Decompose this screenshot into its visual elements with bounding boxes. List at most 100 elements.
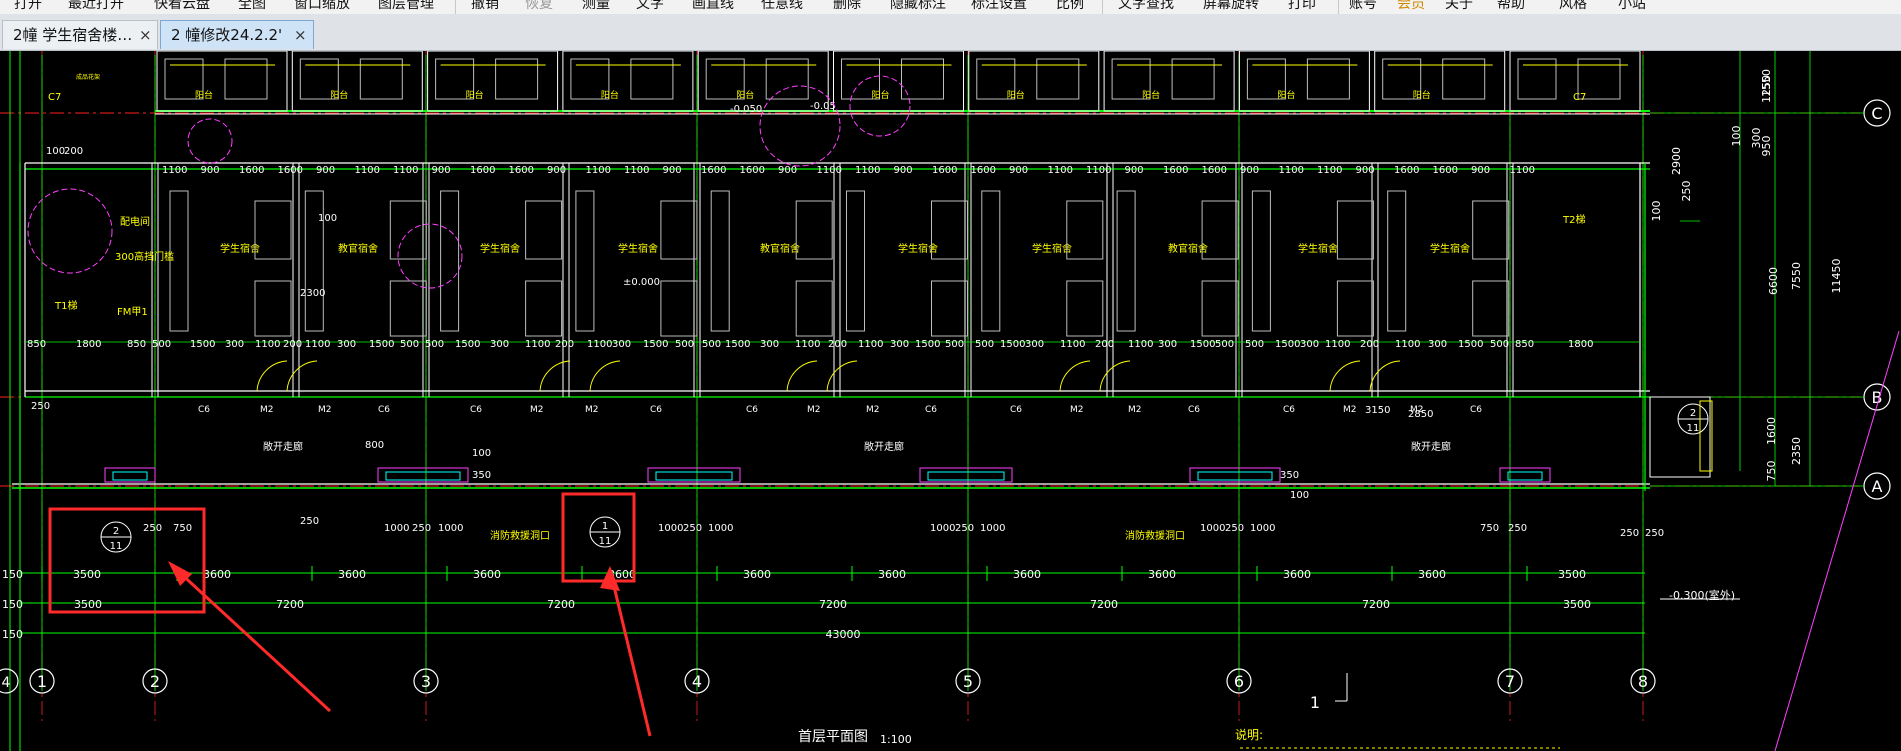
dimension-text: 100 [46,146,65,157]
window-frame [647,467,741,483]
dimension-text: 2850 [1408,409,1433,420]
menu-item-24[interactable]: 小站 [1618,0,1646,12]
dimension-text: 3500 [73,568,101,581]
menu-item-21[interactable]: 关于 [1445,0,1473,12]
menu-item-19[interactable]: 账号 [1349,0,1377,12]
menu-item-0[interactable]: 打开 [14,0,42,12]
dimension-text: 1100 [858,339,883,350]
dimension-text: 250 [1508,523,1527,534]
dimension-text: 200 [1095,339,1114,350]
cad-drawing-canvas[interactable]: 阳台阳台阳台阳台阳台阳台阳台阳台阳台阳台学生宿舍教官宿舍学生宿舍学生宿舍教官宿舍… [0,51,1901,751]
dimension-text: 250 [683,523,702,534]
menu-item-18[interactable]: 打印 [1288,0,1316,12]
bed [575,190,595,332]
annotation-arrowhead [168,561,192,586]
menu-item-23[interactable]: 风格 [1559,0,1587,12]
menu-item-11[interactable]: 任意线 [761,0,803,12]
menu-item-8[interactable]: 测量 [582,0,610,12]
door-window-tag: C6 [378,405,390,415]
dimension-text: 1500 [1190,339,1215,350]
menu-item-12[interactable]: 删除 [833,0,861,12]
menu-item-15[interactable]: 比例 [1056,0,1084,12]
dimension-text: 300 [1750,128,1763,149]
menu-item-14[interactable]: 标注设置 [971,0,1027,12]
dimension-text: 300 [612,339,631,350]
menu-item-6[interactable]: 撤销 [471,0,499,12]
wardrobe [795,280,833,337]
dimension-text: 7200 [276,598,304,611]
bathroom-fixture [1036,58,1080,100]
door-window-tag: C6 [1188,405,1200,415]
axis-bubble-label: C [1871,104,1882,123]
close-icon[interactable]: × [294,26,307,44]
menu-item-10[interactable]: 画直线 [692,0,734,12]
dimension-text: 1000 [384,523,409,534]
revision-cloud [397,223,463,289]
room-label: 学生宿舍 [220,242,260,255]
menu-item-9[interactable]: 文字 [636,0,664,12]
axis-bubble [684,668,710,694]
misc-label: C7 [1573,92,1586,103]
dimension-text: 6600 [1767,267,1780,295]
wardrobe [660,200,698,260]
misc-label: C7 [48,92,61,103]
dimension-text: 3600 [1148,568,1176,581]
dimension-text: 3150 [1365,405,1390,416]
bathroom-fixture [1517,58,1557,100]
door-window-tag: C6 [650,405,662,415]
bathroom-fixture [705,58,745,100]
annotation-arrow [610,577,652,737]
dimension-text: 1600 [278,165,303,176]
menu-item-22[interactable]: 帮助 [1497,0,1525,12]
tab-drawing-2[interactable]: 2 幢修改24.2.2' × [160,20,314,49]
menu-item-7[interactable]: 恢复 [525,0,553,12]
bathroom-fixture [1306,58,1350,100]
dimension-text: 100 [1650,201,1663,222]
menu-item-2[interactable]: 快看云盘 [154,0,210,12]
dimension-text: 100 [318,213,337,224]
dimension-text: 1000 [1250,523,1275,534]
balcony-label: 阳台 [601,89,619,101]
tab-drawing-1[interactable]: 2幢 学生宿舍楼… × [2,20,158,49]
menu-item-13[interactable]: 隐藏标注 [890,0,946,12]
dimension-text: 1100 [162,165,187,176]
dimension-text: 250 [31,401,50,412]
menu-item-16[interactable]: 文字查找 [1118,0,1174,12]
dimension-text: 900 [1240,165,1259,176]
dimension-text: 500 [702,339,721,350]
misc-label: 配电间 [120,215,150,228]
section-marker-top: 1 [602,521,608,532]
misc-label: FM甲1 [117,307,148,318]
dimension-text: 1100 [255,339,280,350]
close-icon[interactable]: × [139,26,152,44]
bathroom-fixture [359,58,403,100]
window-frame [1499,467,1551,483]
door-window-tag: C6 [470,405,482,415]
balcony-frame [1103,51,1235,112]
section-marker-bottom: 11 [599,536,612,547]
dimension-text: 500 [1490,339,1509,350]
dimension-text: 1550 [1760,69,1773,97]
dimension-text: 2900 [1670,147,1683,175]
menu-item-3[interactable]: 全图 [238,0,266,12]
dimension-text: 1600 [971,165,996,176]
door-swing [256,360,288,392]
door-window-tag: C6 [198,405,210,415]
menu-item-20[interactable]: 会员 [1397,0,1425,12]
menu-item-4[interactable]: 窗口缩放 [294,0,350,12]
dimension-text: 1500 [190,339,215,350]
menu-item-5[interactable]: 图层管理 [378,0,434,12]
dimension-text: 1100 [1395,339,1420,350]
dimension-text: 150 [2,598,23,611]
bathroom-fixture [630,58,674,100]
bathroom-fixture [1382,58,1422,100]
menu-separator [1102,0,1103,14]
misc-label: T2梯 [1562,213,1585,226]
bathroom-fixture [435,58,475,100]
dimension-text: 1600 [239,165,264,176]
bathroom-fixture [1111,58,1151,100]
menu-item-1[interactable]: 最近打开 [68,0,124,12]
bed [304,190,324,332]
menu-item-17[interactable]: 屏幕旋转 [1203,0,1259,12]
dimension-text: 950 [1760,136,1773,157]
